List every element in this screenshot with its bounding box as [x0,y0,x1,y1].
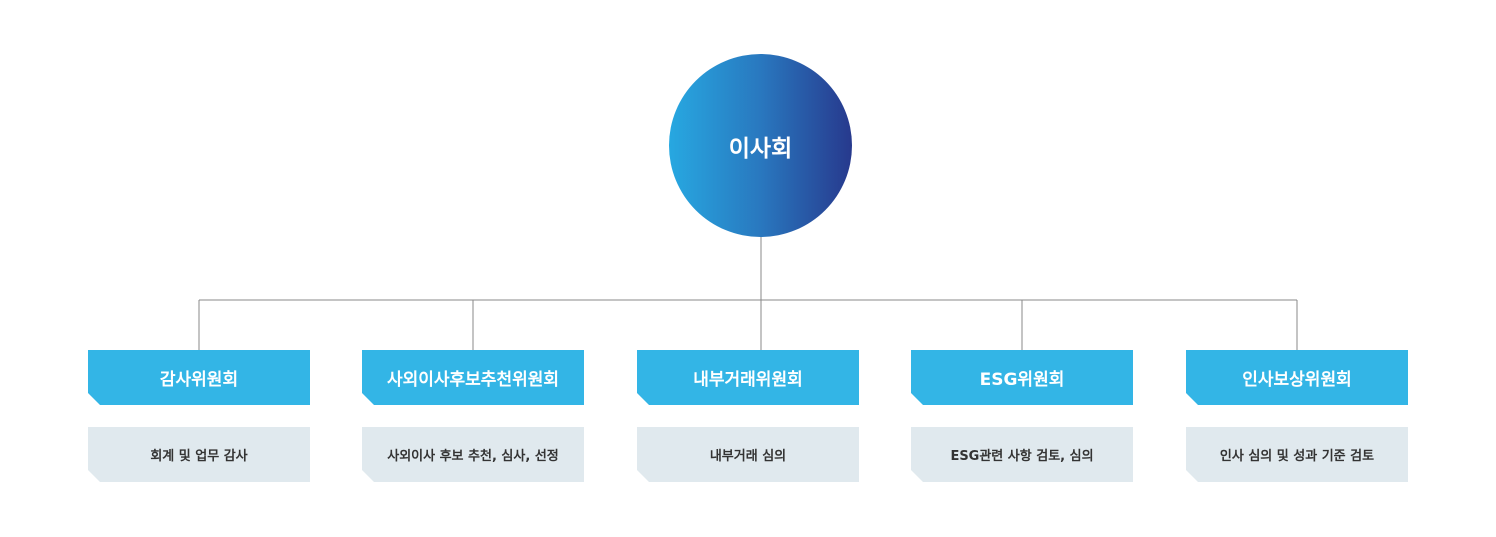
duty-esg: ESG관련 사항 검토, 심의 [911,427,1133,482]
committee-compensation-label: 인사보상위원회 [1242,370,1352,390]
committee-audit-label: 감사위원회 [159,370,239,390]
duty-audit-label: 회계 및 업무 감사 [150,449,248,464]
committee-esg-label: ESG위원회 [979,370,1065,390]
duty-internal-transaction: 내부거래 심의 [637,427,859,482]
duty-compensation: 인사 심의 및 성과 기준 검토 [1186,427,1408,482]
duty-esg-label: ESG관련 사항 검토, 심의 [950,449,1094,464]
duty-nomination-label: 사외이사 후보 추천, 심사, 선정 [387,449,559,464]
duty-audit: 회계 및 업무 감사 [88,427,310,482]
committee-internal-transaction: 내부거래위원회 [637,350,859,405]
board-label: 이사회 [728,135,793,162]
committee-esg: ESG위원회 [911,350,1133,405]
duty-nomination: 사외이사 후보 추천, 심사, 선정 [362,427,584,482]
committee-audit: 감사위원회 [88,350,310,405]
committee-internal-transaction-label: 내부거래위원회 [693,370,803,390]
committee-compensation: 인사보상위원회 [1186,350,1408,405]
committee-nomination: 사외이사후보추천위원회 [362,350,584,405]
committee-nomination-label: 사외이사후보추천위원회 [386,370,560,390]
board-node: 이사회 [669,54,852,237]
duty-internal-transaction-label: 내부거래 심의 [709,449,787,464]
duty-compensation-label: 인사 심의 및 성과 기준 검토 [1219,449,1375,464]
